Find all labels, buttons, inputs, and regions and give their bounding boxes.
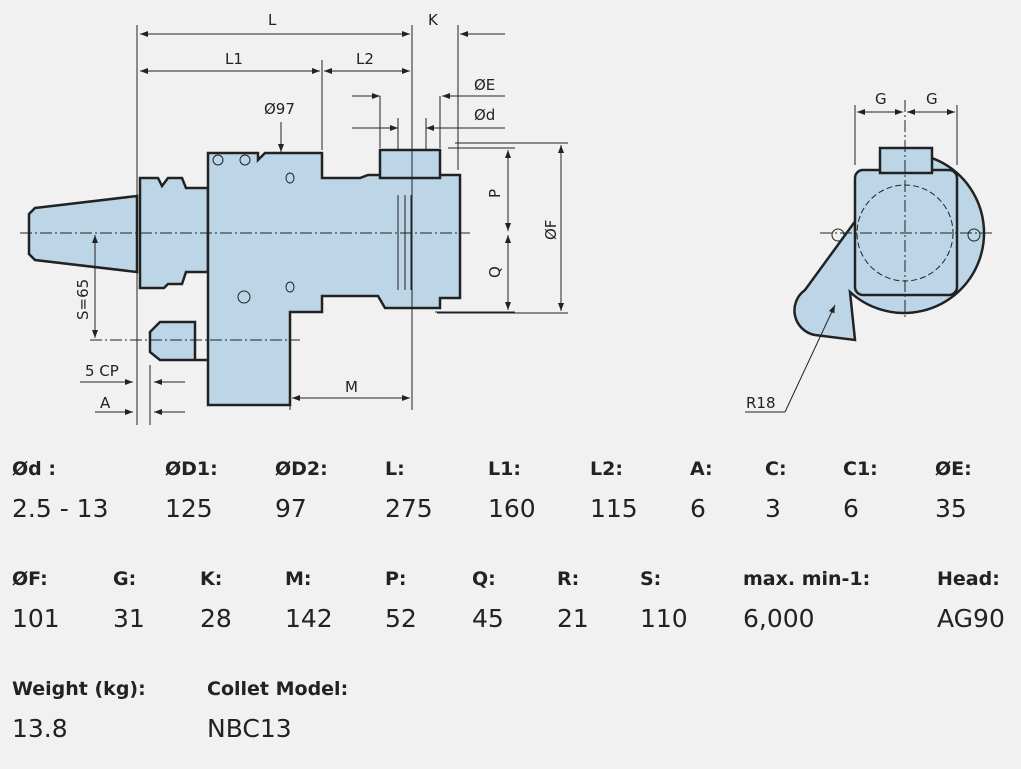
dim-L: L [268,11,277,29]
spec-weight: Weight (kg):13.8 [12,678,146,743]
spec-d: Ød :2.5 - 13 [12,458,109,523]
front-view [793,146,986,342]
spec-A: A:6 [690,458,713,523]
spec-M: M:142 [285,568,333,633]
main-body [148,151,462,407]
dim-P: P [486,189,504,198]
dim-Q: Q [486,266,504,278]
dim-R: R18 [746,394,776,412]
dim-A: A [100,394,111,412]
dim-d: Ød [474,106,495,124]
spec-L1: L1:160 [488,458,536,523]
dim-CP: 5 CP [85,362,119,380]
technical-drawing: L K L1 L2 ØE Ød Ø97 P Q ØF S=65 5 CP A M… [20,11,995,425]
spec-C: C:3 [765,458,787,523]
dim-G-right: G [926,90,938,108]
spec-E: ØE:35 [935,458,972,523]
spec-L2: L2:115 [590,458,638,523]
side-view-details [20,25,568,425]
spec-Q: Q:45 [472,568,504,633]
spec-D1: ØD1:125 [165,458,218,523]
dim-D97: Ø97 [264,100,295,118]
spec-F: ØF:101 [12,568,60,633]
collet-nut [378,148,442,180]
taper-shank [27,194,139,274]
dim-L1: L1 [225,50,243,68]
dim-F: ØF [542,220,560,240]
dim-M: M [345,378,358,396]
spec-collet-model: Collet Model:NBC13 [207,678,349,743]
dim-K: K [428,11,439,29]
side-view [27,148,462,407]
spec-max-rpm: max. min-1:6,000 [743,568,871,633]
dim-S: S=65 [74,279,92,320]
spec-P: P:52 [385,568,417,633]
spec-K: K:28 [200,568,232,633]
spec-head: Head:AG90 [937,568,1005,633]
spec-D2: ØD2:97 [275,458,328,523]
dim-E: ØE [474,76,495,94]
dim-L2: L2 [356,50,374,68]
spec-G: G:31 [113,568,145,633]
dim-G-left: G [875,90,887,108]
spec-L: L:275 [385,458,433,523]
spec-C1: C1:6 [843,458,878,523]
spec-R: R:21 [557,568,589,633]
spec-S: S:110 [640,568,688,633]
